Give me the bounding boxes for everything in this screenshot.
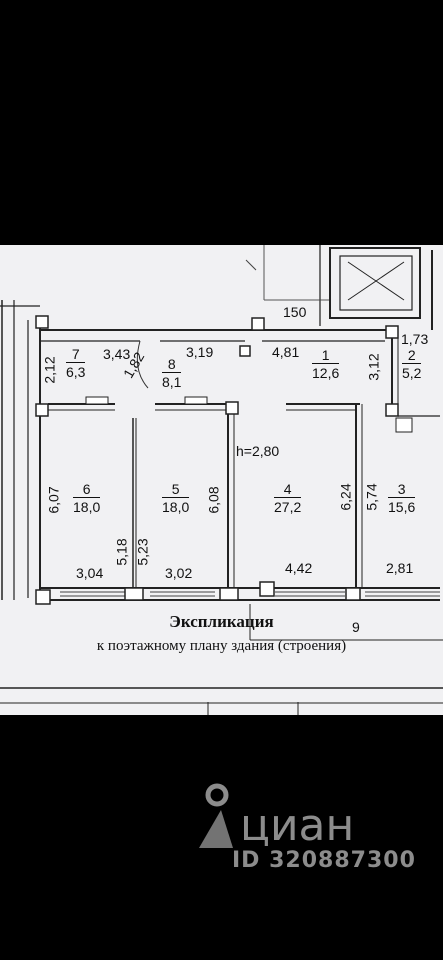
dimension-label: 3,02	[165, 565, 193, 581]
room-area: 8,1	[162, 374, 182, 390]
room-number: 5	[162, 482, 190, 498]
room-area: 5,2	[402, 365, 422, 381]
room-area: 12,6	[312, 365, 340, 381]
dimension-label: 1,73	[401, 331, 429, 347]
dimension-label: 5,18	[113, 538, 130, 566]
room-number: 3	[388, 482, 416, 498]
room-area: 18,0	[162, 499, 190, 515]
room-number: 7	[66, 347, 86, 363]
location-pin-icon	[199, 783, 233, 848]
dimension-label: 5,74	[363, 483, 380, 511]
room-area: 15,6	[388, 499, 416, 515]
dimension-label: 3,19	[186, 344, 214, 360]
dimension-label: 6,08	[205, 486, 222, 514]
dimension-label: 4,42	[285, 560, 313, 576]
explication-title: Экспликация	[169, 612, 274, 631]
dimension-label: 6,07	[45, 486, 62, 514]
ceiling-height-label: h=2,80	[236, 443, 280, 459]
dimension-label: 3,43	[103, 346, 131, 362]
dimension-label: 4,81	[272, 344, 300, 360]
room-area: 18,0	[73, 499, 101, 515]
dimension-label: 6,24	[337, 483, 354, 511]
room-number: 6	[73, 482, 101, 498]
dimension-label: 150	[283, 304, 307, 320]
watermark-id: ID 320887300	[232, 848, 416, 873]
room-number: 2	[402, 348, 422, 364]
dimension-label: 5,23	[134, 538, 151, 566]
floor-plan-drawing	[0, 245, 443, 715]
dimension-label: 2,81	[386, 560, 414, 576]
dimension-label: 3,04	[76, 565, 104, 581]
corridor-length-label: 9	[352, 619, 360, 635]
room-area: 6,3	[66, 364, 86, 380]
watermark-brand: циан	[240, 800, 355, 851]
dimension-label: 2,12	[41, 356, 58, 384]
room-number: 8	[162, 357, 182, 373]
explication-subtitle: к поэтажному плану здания (строения)	[96, 638, 347, 654]
room-number: 4	[274, 482, 302, 498]
room-number: 1	[312, 348, 340, 364]
room-area: 27,2	[274, 499, 302, 515]
dimension-label: 3,12	[365, 353, 382, 381]
